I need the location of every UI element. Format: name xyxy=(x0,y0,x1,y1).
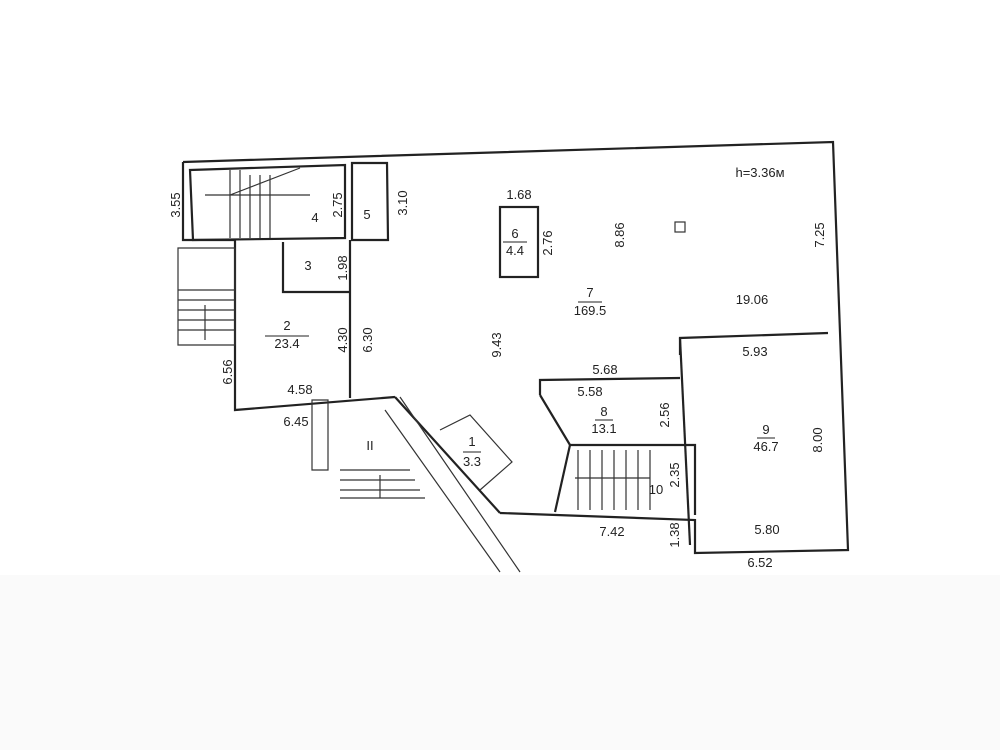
outer-wall xyxy=(182,140,850,555)
room-8-lower xyxy=(539,394,697,515)
entrance-label: II xyxy=(366,438,373,453)
dim-6-45: 6.45 xyxy=(283,414,308,429)
ramp-lines xyxy=(384,396,521,573)
dim-4-30: 4.30 xyxy=(335,327,350,352)
room-6-walls xyxy=(498,205,540,279)
dim-19-06: 19.06 xyxy=(736,292,769,307)
walls xyxy=(177,140,850,573)
room-10-number: 10 xyxy=(649,482,663,497)
room-9-left xyxy=(678,337,692,546)
room-3-walls xyxy=(281,242,350,294)
diagonal-wall xyxy=(394,396,501,514)
dim-3-55: 3.55 xyxy=(168,192,183,217)
room-6-area: 4.4 xyxy=(506,243,524,258)
dim-6-30: 6.30 xyxy=(360,327,375,352)
room-labels: 1 3.3 2 23.4 3 4 5 6 4.4 7 169.5 8 13.1 … xyxy=(265,207,779,497)
room-1-walls xyxy=(439,414,513,491)
dim-2-75: 2.75 xyxy=(330,192,345,217)
background-lower xyxy=(0,575,1000,750)
dim-2-56: 2.56 xyxy=(657,402,672,427)
dim-5-68: 5.68 xyxy=(592,362,617,377)
dim-6-56: 6.56 xyxy=(220,359,235,384)
room-4-number: 4 xyxy=(311,210,318,225)
stair-4 xyxy=(205,167,310,238)
room-3-number: 3 xyxy=(304,258,311,273)
dim-8-00: 8.00 xyxy=(810,427,825,452)
dim-3-10: 3.10 xyxy=(395,190,410,215)
ceiling-height: h=3.36м xyxy=(735,165,784,180)
room-1-area: 3.3 xyxy=(463,454,481,469)
dim-7-42: 7.42 xyxy=(599,524,624,539)
room-1-number: 1 xyxy=(468,434,475,449)
dim-1-68: 1.68 xyxy=(506,187,531,202)
room-8-number: 8 xyxy=(600,404,607,419)
fraction-bars xyxy=(265,241,775,453)
entrance-stairs xyxy=(311,399,425,499)
dim-2-76: 2.76 xyxy=(540,230,555,255)
room-9-area: 46.7 xyxy=(753,439,778,454)
room-5-number: 5 xyxy=(363,207,370,222)
stair-10 xyxy=(575,450,651,510)
room-2-area: 23.4 xyxy=(274,336,299,351)
room-5-walls xyxy=(350,161,390,242)
dim-2-35: 2.35 xyxy=(667,462,682,487)
room-8-top xyxy=(538,376,681,395)
room-4-walls xyxy=(188,163,347,242)
room-2-number: 2 xyxy=(283,318,290,333)
room-7-number: 7 xyxy=(586,285,593,300)
dim-5-93: 5.93 xyxy=(742,344,767,359)
column xyxy=(674,221,686,233)
dim-5-80: 5.80 xyxy=(754,522,779,537)
dim-5-58: 5.58 xyxy=(577,384,602,399)
dim-1-38: 1.38 xyxy=(667,522,682,547)
dim-4-58: 4.58 xyxy=(287,382,312,397)
dimension-labels: 1.68 19.06 5.93 5.68 5.58 4.58 6.45 7.42… xyxy=(168,187,827,570)
room-6-number: 6 xyxy=(511,226,518,241)
room-9-number: 9 xyxy=(762,422,769,437)
room-7-area: 169.5 xyxy=(574,303,607,318)
dim-1-98: 1.98 xyxy=(335,255,350,280)
dim-6-52: 6.52 xyxy=(747,555,772,570)
room-8-area: 13.1 xyxy=(591,421,616,436)
dim-7-25: 7.25 xyxy=(812,222,827,247)
dim-9-43: 9.43 xyxy=(489,332,504,357)
stair-10-diag xyxy=(553,444,572,513)
dim-8-86: 8.86 xyxy=(612,222,627,247)
outer-wall-left xyxy=(181,162,396,412)
left-stairs xyxy=(177,247,236,346)
